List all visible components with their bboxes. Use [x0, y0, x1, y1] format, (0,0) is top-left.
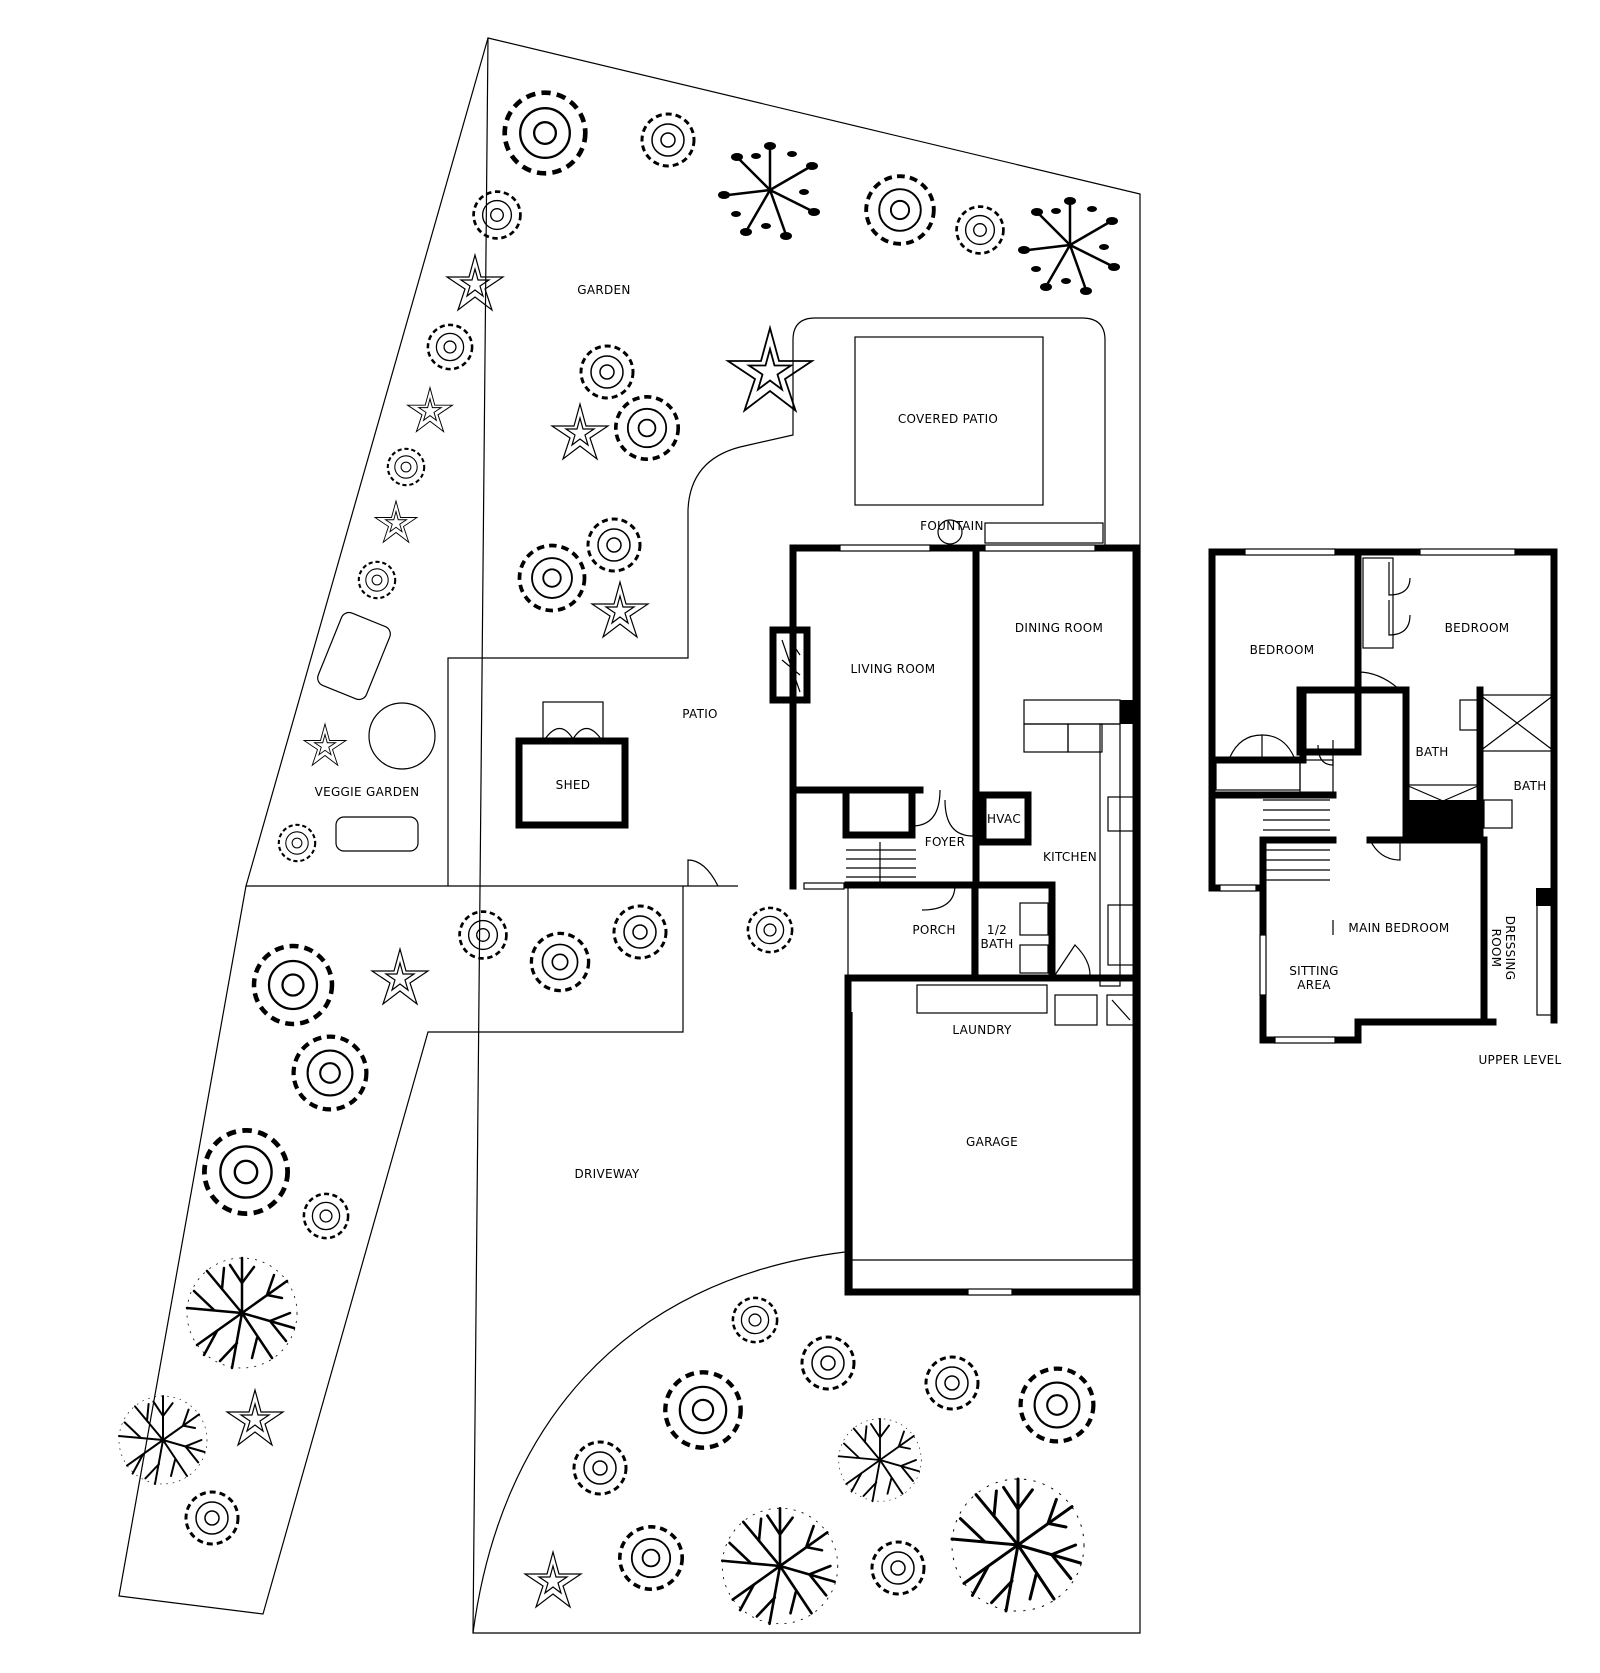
label-garden: GARDEN: [577, 283, 630, 297]
planter-box: [335, 816, 419, 852]
label-bedroom-right: BEDROOM: [1445, 621, 1510, 635]
label-half-bath-2: BATH: [980, 937, 1013, 951]
shrub-icon: [472, 190, 522, 240]
shed: [515, 701, 629, 829]
label-dressing-room-2: ROOM: [1489, 929, 1503, 968]
label-bath-right: BATH: [1513, 779, 1546, 793]
spiky-plant-icon: [727, 327, 813, 412]
label-dressing-room: DRESSING: [1503, 916, 1517, 981]
shrub-icon: [357, 560, 397, 600]
spiky-plant-icon: [226, 1389, 284, 1446]
shrub-icon: [586, 517, 642, 573]
shrub-icon: [665, 1372, 740, 1447]
spiky-plant-icon: [524, 1551, 582, 1608]
label-covered-patio: COVERED PATIO: [898, 412, 998, 426]
shrub-icon: [458, 910, 508, 960]
tree-icon: [720, 1506, 840, 1626]
vegetation: [117, 93, 1122, 1626]
shrub-icon: [204, 1130, 287, 1213]
tree-icon: [185, 1256, 299, 1370]
label-sitting-area: SITTING: [1289, 964, 1339, 978]
shrub-icon: [640, 112, 696, 168]
round-planter: [368, 702, 436, 770]
shrub-icon: [505, 93, 586, 174]
spiky-plant-icon: [371, 948, 429, 1005]
main-house: [687, 522, 1140, 1296]
spiky-plant-icon: [407, 387, 453, 433]
shrub-icon: [617, 1524, 685, 1591]
shrub-icon: [529, 931, 591, 993]
shrub-icon: [613, 394, 681, 461]
label-laundry: LAUNDRY: [952, 1023, 1012, 1037]
fireplace-icon: [769, 626, 811, 704]
spiky-plant-icon: [446, 254, 504, 311]
label-kitchen: KITCHEN: [1043, 850, 1097, 864]
shrub-icon: [955, 205, 1005, 255]
label-hvac: HVAC: [987, 812, 1021, 826]
tree-icon: [117, 1394, 209, 1486]
fountain-icon: [937, 519, 963, 545]
shrub-icon: [254, 946, 332, 1024]
label-bath-left: BATH: [1415, 745, 1448, 759]
leafy-tree-icon: [1016, 195, 1122, 297]
label-driveway: DRIVEWAY: [574, 1167, 639, 1181]
label-porch: PORCH: [912, 923, 955, 937]
label-garage: GARAGE: [966, 1135, 1018, 1149]
covered-patio-slab: [854, 336, 1044, 506]
label-foyer: FOYER: [925, 835, 965, 849]
shrub-icon: [864, 174, 936, 246]
shrub-icon: [924, 1355, 980, 1411]
shrub-icon: [294, 1037, 367, 1110]
label-patio: PATIO: [682, 707, 718, 721]
shrub-icon: [517, 543, 587, 613]
label-sitting-area-2: AREA: [1297, 978, 1331, 992]
label-main-bedroom: MAIN BEDROOM: [1348, 921, 1449, 935]
tree-icon: [837, 1417, 923, 1503]
door-swing-icon: [687, 789, 1091, 976]
shrub-icon: [1021, 1369, 1094, 1442]
spiky-plant-icon: [591, 581, 649, 638]
stair-icon: [1263, 799, 1330, 881]
spiky-plant-icon: [374, 500, 418, 543]
shrub-icon: [746, 906, 794, 954]
shrub-icon: [426, 323, 474, 371]
stair-icon: [846, 842, 916, 887]
room-labels: GARDEN COVERED PATIO FOUNTAIN PATIO SHED…: [315, 283, 1562, 1181]
label-half-bath: 1/2: [987, 923, 1007, 937]
label-veggie-garden: VEGGIE GARDEN: [315, 785, 420, 799]
shrub-icon: [184, 1490, 240, 1546]
label-shed: SHED: [556, 778, 591, 792]
label-fountain: FOUNTAIN: [920, 519, 984, 533]
leafy-tree-icon: [716, 140, 822, 242]
shrub-icon: [386, 447, 426, 487]
label-dining-room: DINING ROOM: [1015, 621, 1103, 635]
label-living-room: LIVING ROOM: [851, 662, 936, 676]
shrub-icon: [731, 1296, 779, 1344]
spiky-plant-icon: [303, 723, 347, 766]
shrub-icon: [302, 1192, 350, 1240]
door-swing-icon: [1229, 562, 1411, 935]
property-boundary: [118, 37, 1141, 1634]
label-upper-level: UPPER LEVEL: [1478, 1053, 1561, 1067]
shrub-icon: [572, 1440, 628, 1496]
shrub-icon: [277, 823, 317, 863]
upper-level: [1208, 548, 1558, 1044]
patio-outline: [317, 317, 1106, 886]
label-bedroom-left: BEDROOM: [1250, 643, 1315, 657]
planter-box: [317, 611, 391, 701]
spiky-plant-icon: [551, 403, 609, 460]
tree-icon: [950, 1477, 1086, 1613]
shrub-icon: [579, 344, 635, 400]
shrub-icon: [612, 904, 668, 960]
shrub-icon: [870, 1540, 926, 1596]
shrub-icon: [800, 1335, 856, 1391]
